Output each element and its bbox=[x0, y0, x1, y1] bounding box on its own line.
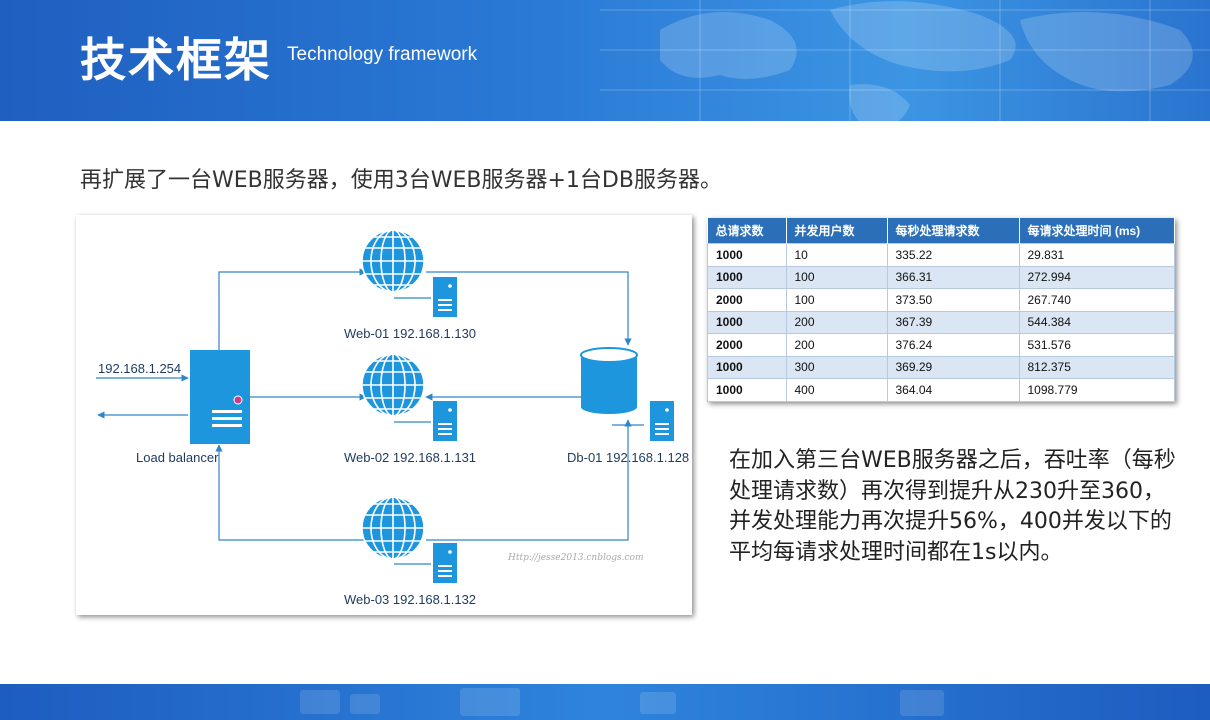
table-cell: 1000 bbox=[707, 378, 787, 402]
database-icon bbox=[580, 347, 638, 414]
footer-decoration bbox=[640, 692, 676, 714]
web02-server-icon bbox=[433, 401, 457, 441]
world-map-decoration bbox=[600, 0, 1210, 121]
column-header: 每秒处理请求数 bbox=[887, 218, 1020, 244]
table-cell: 335.22 bbox=[886, 243, 1020, 267]
load-balancer-icon bbox=[190, 350, 250, 444]
column-header: 并发用户数 bbox=[786, 218, 888, 244]
table-cell: 200 bbox=[785, 333, 888, 357]
web03-to-lb-line bbox=[215, 444, 366, 541]
table-cell: 376.24 bbox=[886, 333, 1020, 357]
architecture-diagram: 192.168.1.254 Load balancer Web-01 192.1… bbox=[76, 215, 692, 615]
table-row: 2000 100 373.50 267.740 bbox=[707, 288, 1175, 312]
table-cell: 1000 bbox=[707, 355, 787, 379]
diagram-canvas: 192.168.1.254 Load balancer Web-01 192.1… bbox=[96, 229, 689, 607]
table-header-row: 总请求数 并发用户数 每秒处理请求数 每请求处理时间 (ms) bbox=[707, 218, 1175, 244]
table-row: 1000 200 367.39 544.384 bbox=[707, 310, 1175, 334]
footer-decoration bbox=[350, 694, 380, 714]
load-balancer-label: Load balancer bbox=[136, 450, 219, 465]
table-cell: 369.29 bbox=[886, 355, 1020, 379]
input-ip-label: 192.168.1.254 bbox=[98, 361, 181, 376]
table-cell: 300 bbox=[785, 355, 888, 379]
web01-label: Web-01 192.168.1.130 bbox=[344, 326, 476, 341]
footer-banner bbox=[0, 684, 1210, 720]
table-cell: 812.375 bbox=[1018, 355, 1175, 379]
watermark: Http://jesse2013.cnblogs.com bbox=[507, 553, 644, 563]
table-cell: 367.39 bbox=[886, 310, 1020, 334]
table-cell: 272.994 bbox=[1018, 265, 1175, 289]
table-cell: 100 bbox=[785, 265, 888, 289]
db01-label: Db-01 192.168.1.128 bbox=[567, 450, 689, 465]
web02-globe-icon bbox=[361, 353, 425, 417]
column-header: 每请求处理时间 (ms) bbox=[1019, 218, 1175, 244]
db-server-icon bbox=[650, 401, 674, 441]
table-cell: 400 bbox=[785, 378, 888, 402]
table-cell: 544.384 bbox=[1018, 310, 1175, 334]
web03-server-icon bbox=[433, 543, 457, 583]
table-row: 1000 300 369.29 812.375 bbox=[707, 355, 1175, 379]
table-cell: 1000 bbox=[707, 243, 787, 267]
table-cell: 366.31 bbox=[886, 265, 1020, 289]
web02-label: Web-02 192.168.1.131 bbox=[344, 450, 476, 465]
column-header: 总请求数 bbox=[707, 218, 787, 244]
table-row: 1000 400 364.04 1098.779 bbox=[707, 378, 1175, 402]
web01-to-db-line bbox=[426, 271, 632, 346]
summary-paragraph: 在加入第三台WEB服务器之后，吞吐率（每秒处理请求数）再次得到提升从230升至3… bbox=[729, 448, 1176, 565]
table-row: 1000 100 366.31 272.994 bbox=[707, 265, 1175, 289]
table-cell: 29.831 bbox=[1018, 243, 1175, 267]
table-cell: 267.740 bbox=[1018, 288, 1175, 312]
footer-decoration bbox=[300, 690, 340, 714]
web03-to-db-line bbox=[426, 419, 632, 541]
web03-globe-icon bbox=[361, 496, 425, 560]
table-cell: 364.04 bbox=[886, 378, 1020, 402]
table-cell: 10 bbox=[785, 243, 888, 267]
table-cell: 2000 bbox=[707, 333, 787, 357]
table-cell: 100 bbox=[785, 288, 888, 312]
slide-subtitle: 再扩展了一台WEB服务器，使用3台WEB服务器+1台DB服务器。 bbox=[80, 168, 722, 193]
header-banner: 技术框架 Technology framework bbox=[0, 0, 1210, 121]
table-cell: 200 bbox=[785, 310, 888, 334]
table-cell: 1098.779 bbox=[1018, 378, 1175, 402]
web01-server-icon bbox=[433, 277, 457, 317]
table-cell: 2000 bbox=[707, 288, 787, 312]
web01-globe-icon bbox=[361, 229, 425, 293]
table-cell: 531.576 bbox=[1018, 333, 1175, 357]
page-title-english: Technology framework bbox=[287, 44, 478, 65]
table-cell: 1000 bbox=[707, 265, 787, 289]
footer-decoration bbox=[460, 688, 520, 716]
table-row: 1000 10 335.22 29.831 bbox=[707, 243, 1175, 267]
table-row: 2000 200 376.24 531.576 bbox=[707, 333, 1175, 357]
performance-table: 总请求数 并发用户数 每秒处理请求数 每请求处理时间 (ms) 1000 10 … bbox=[707, 218, 1175, 402]
page-title: 技术框架 bbox=[80, 33, 272, 87]
web03-label: Web-03 192.168.1.132 bbox=[344, 592, 476, 607]
table-cell: 1000 bbox=[707, 310, 787, 334]
footer-decoration bbox=[900, 690, 944, 716]
lb-to-web01-line bbox=[218, 268, 367, 350]
table-cell: 373.50 bbox=[886, 288, 1020, 312]
